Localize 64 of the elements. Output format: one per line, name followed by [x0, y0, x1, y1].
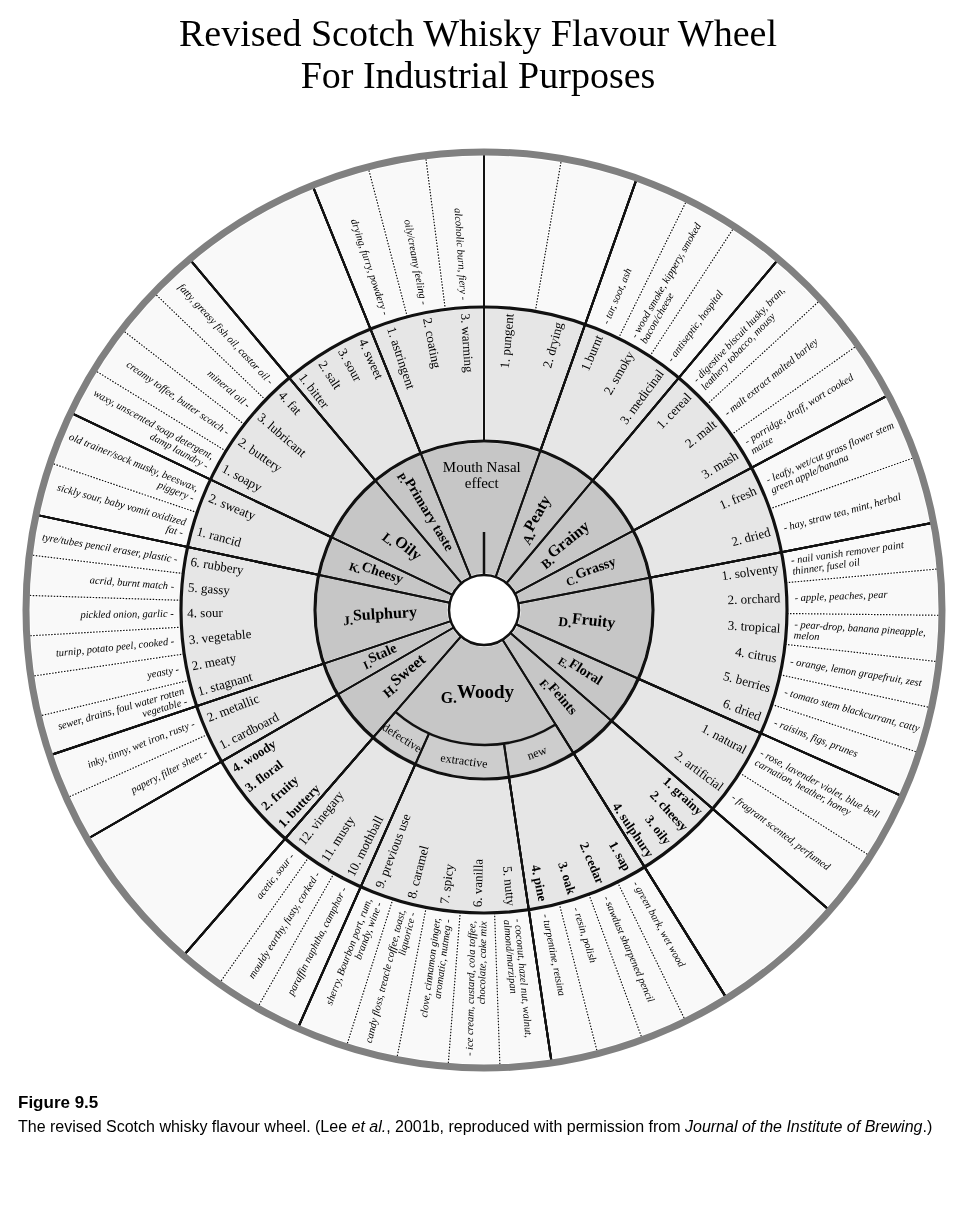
- flavour-term: 3. warming: [458, 313, 476, 374]
- flavour-term: 5. nutty: [500, 865, 518, 907]
- descriptor-text: turnip, potato peel, cooked -: [55, 635, 176, 659]
- descriptor-text: - tar, soot, ash: [600, 266, 634, 326]
- descriptor-text: alcoholic burn, fiery -: [452, 207, 470, 301]
- flavour-term: 1. fresh: [717, 484, 759, 513]
- flavour-term: 1. rancid: [195, 524, 244, 550]
- descriptor-segment: [30, 596, 180, 635]
- flavour-term: 2. coating: [420, 317, 444, 370]
- figure-number: Figure 9.5: [18, 1093, 99, 1113]
- flavour-term: 7. spicy: [437, 863, 457, 906]
- category-segment: [508, 482, 631, 592]
- term-band: [485, 308, 584, 449]
- flavour-term: 1. natural: [699, 721, 749, 757]
- flavour-term: 8. caramel: [404, 843, 431, 900]
- flavour-term: 2. meaty: [191, 650, 238, 673]
- flavour-term: 4. citrus: [734, 645, 779, 666]
- caption: The revised Scotch whisky flavour wheel. (Lee et al., 2001b, reproduced with permission from Journal of the Institute of Brewing.): [18, 1117, 934, 1137]
- flavour-term: 2. orchard: [727, 591, 781, 608]
- category-label: $_{J.}$Sulphury: [342, 603, 418, 629]
- flavour-term: 2. cedar: [577, 839, 608, 886]
- flavour-term: 1. solventy: [720, 561, 780, 583]
- descriptor-text: - apple, peaches, pear: [794, 588, 888, 604]
- flavour-term: 1.burnt: [578, 333, 606, 374]
- flavour-term: 2. sweaty: [206, 491, 257, 523]
- descriptor-text: - pear-drop, banana pineapple, melon: [793, 618, 928, 644]
- flavour-term: 6. dried: [721, 696, 764, 724]
- category-label: $_{G.}$Woody: [440, 681, 515, 706]
- descriptor-text: - orange, lemon grapefruit, zest: [789, 655, 923, 689]
- flavour-term: 4. pine: [528, 863, 550, 903]
- descriptor-text: pickled onion, garlic -: [79, 608, 174, 621]
- subcategory-label: extractive: [439, 751, 488, 771]
- flavour-term: 1. astringent: [384, 325, 418, 392]
- flavour-term: 2. drying: [540, 320, 566, 370]
- flavour-term: 1. pungent: [497, 313, 516, 370]
- descriptor-text: clove, cinnamon ginger, aromatic, nutmeg -: [416, 916, 453, 1020]
- descriptor-segment: [427, 156, 483, 308]
- flavour-term: 3. tropical: [727, 618, 781, 636]
- blank-segment: [536, 163, 635, 323]
- flavour-term: 5. gassy: [187, 580, 231, 598]
- subcategory-label: new: [525, 743, 549, 762]
- title: Revised Scotch Whisky Flavour Wheel For Industrial Purposes: [177, 12, 779, 96]
- flavour-term: 4. fat: [276, 388, 305, 418]
- descriptor-text: oily/creamy feeling -: [402, 218, 430, 306]
- descriptor-text: - resin, polish: [571, 905, 599, 964]
- flavour-term: 3. oak: [556, 859, 579, 896]
- category-label: Mouth Nasal effect: [441, 460, 522, 492]
- descriptor-text: acrid, burnt match -: [88, 574, 175, 592]
- descriptor-segment: [530, 905, 596, 1059]
- descriptor-segment: [70, 736, 220, 836]
- descriptor-text: - ice cream, custard, cola toffee, chocolate, cake mix: [463, 920, 489, 1058]
- descriptor-text: - nail vanish remover paint thinner, fusel oil: [790, 538, 906, 578]
- flavour-term: 6. vanilla: [470, 858, 486, 908]
- flavour-term: 4. sour: [186, 606, 223, 621]
- descriptor-segment: [315, 171, 406, 327]
- descriptor-text: - hay, straw tea, mint, herbal: [782, 491, 903, 534]
- subcategory-band: [505, 726, 572, 776]
- flavour-term: 5. berries: [722, 668, 773, 695]
- flavour-term: 2. dried: [730, 525, 773, 549]
- blank-segment: [485, 156, 560, 310]
- descriptor-text: - turpentine, retsina: [540, 913, 568, 998]
- flavour-term: 6. rubbery: [189, 554, 245, 577]
- descriptor-text: yeasty -: [145, 663, 180, 681]
- flavour-term: 3. vegetable: [187, 626, 252, 647]
